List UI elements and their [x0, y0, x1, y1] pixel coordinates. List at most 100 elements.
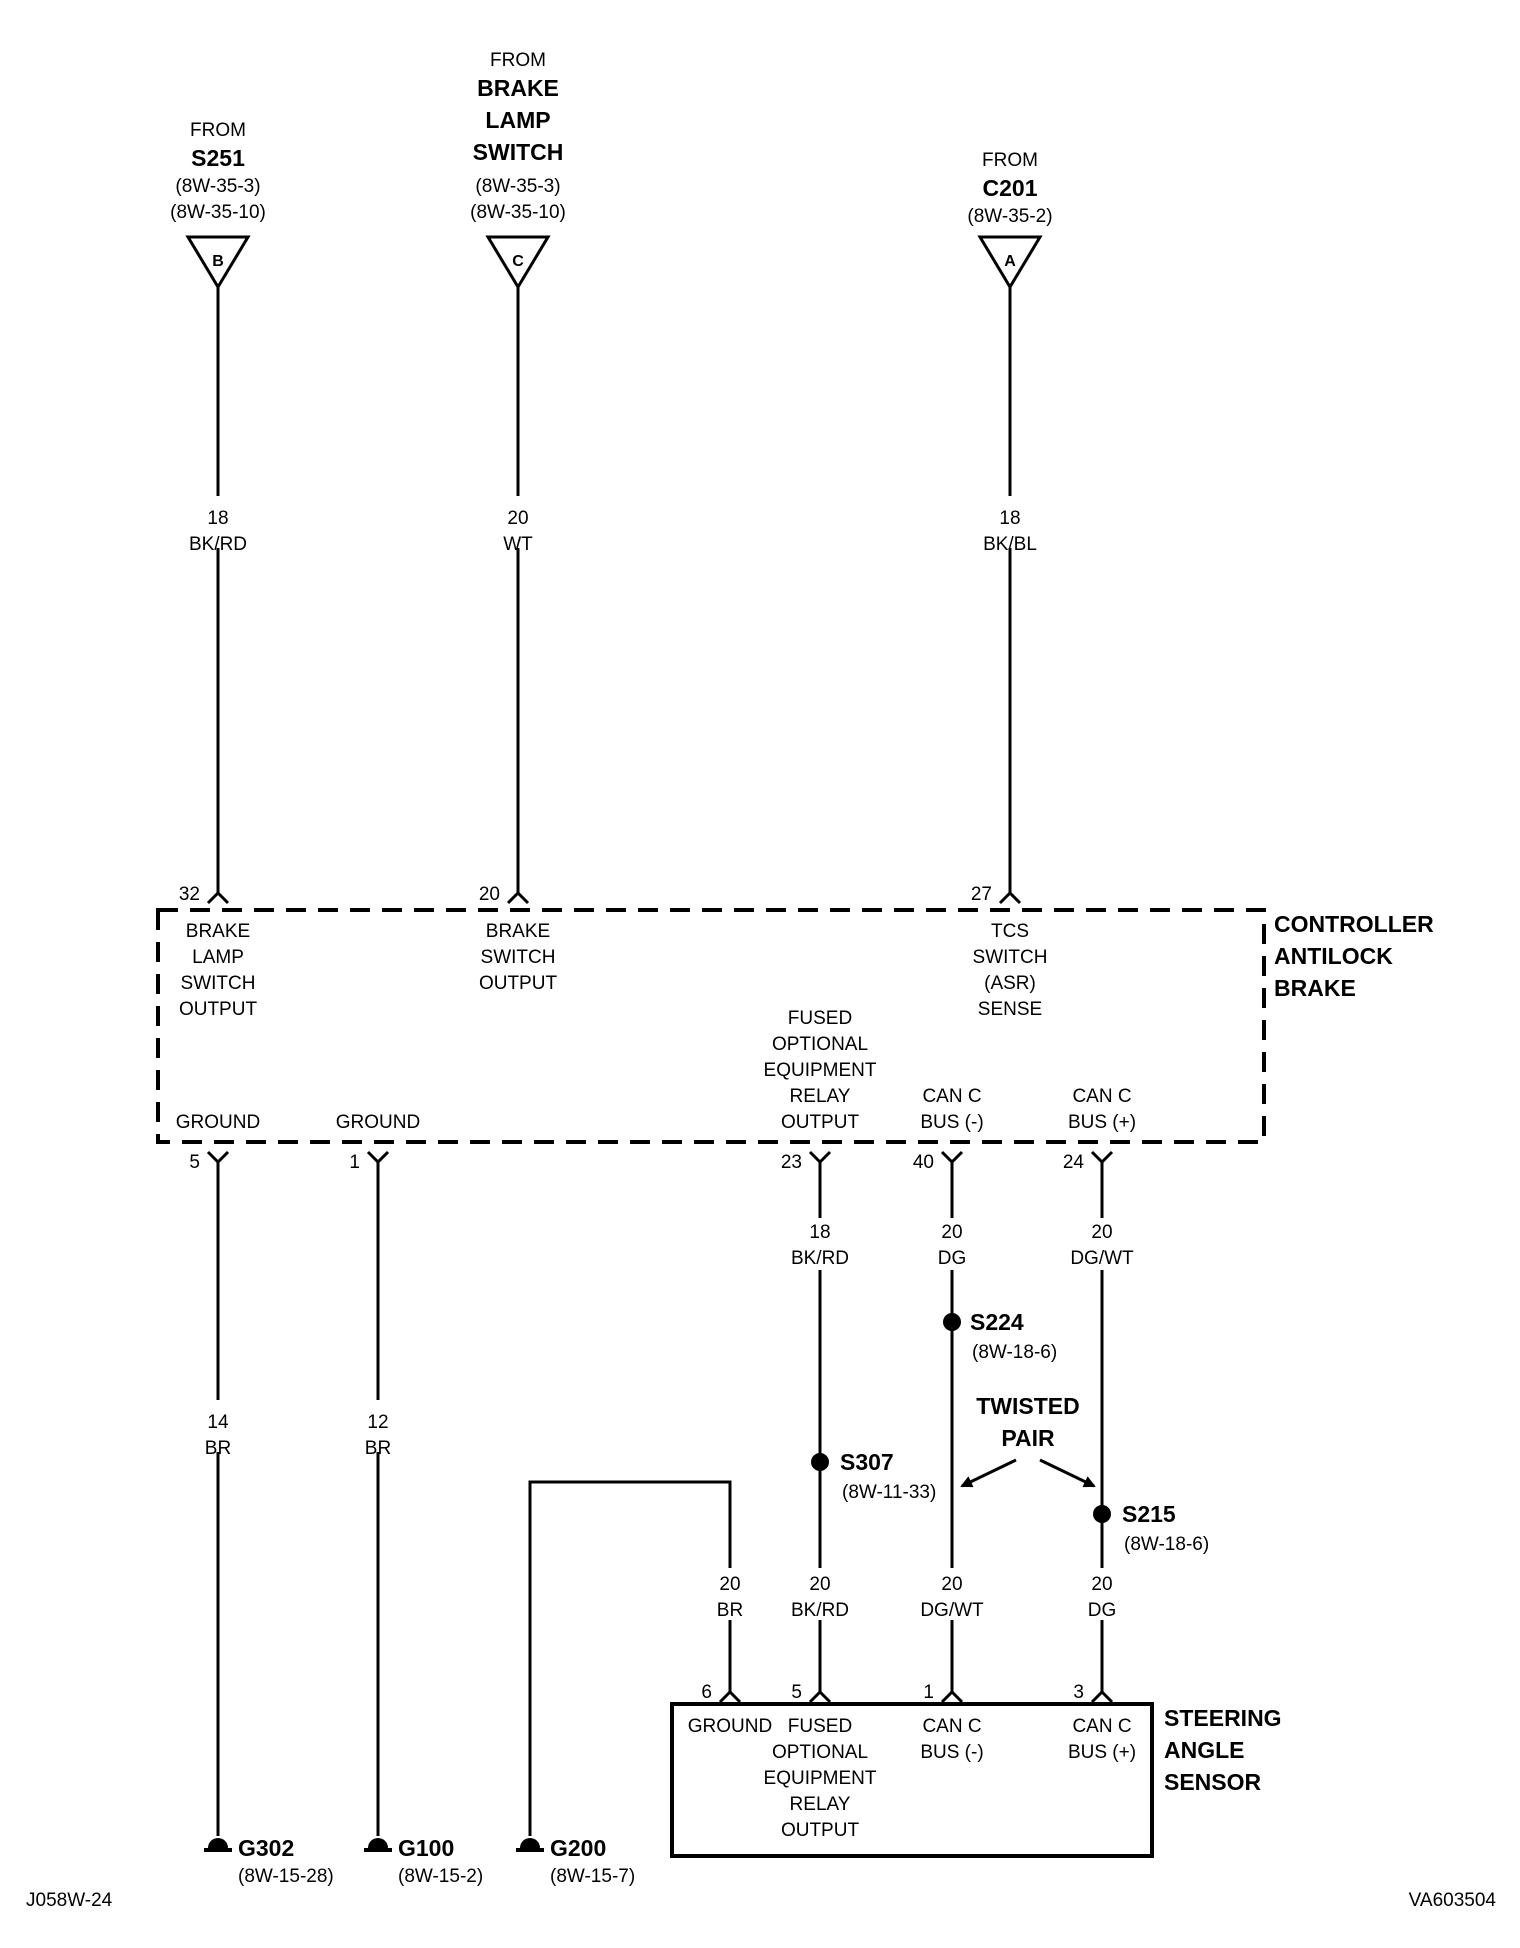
- wire-gauge: 20: [719, 1574, 740, 1595]
- pin-label: OPTIONAL: [772, 1034, 868, 1055]
- ref-label: (8W-35-2): [967, 206, 1052, 227]
- pin-label: EQUIPMENT: [764, 1060, 877, 1081]
- source-name: SWITCH: [473, 139, 564, 165]
- connector-letter: B: [212, 253, 224, 270]
- pin-label: RELAY: [790, 1086, 851, 1107]
- pin-label: TCS: [991, 921, 1029, 942]
- wire-color: BK/RD: [791, 1248, 849, 1269]
- steering-angle-sensor-box: [670, 1702, 1154, 1858]
- pin-number: 5: [189, 1152, 200, 1173]
- pin-chevron-icon: [1090, 1689, 1114, 1704]
- pin-number: 3: [1073, 1682, 1084, 1703]
- twisted-pair-label: TWISTED: [976, 1393, 1080, 1419]
- splice-name: S215: [1122, 1501, 1176, 1527]
- wire-color: DG/WT: [920, 1600, 984, 1621]
- ref-label: (8W-35-3): [475, 176, 560, 197]
- pin-label: BUS (-): [920, 1112, 983, 1133]
- splice-name: S224: [970, 1309, 1024, 1335]
- wire-gauge: 20: [809, 1574, 830, 1595]
- controller-title: CONTROLLER: [1274, 911, 1434, 937]
- connector-triangle-icon: [485, 235, 551, 290]
- pin-label: OUTPUT: [479, 973, 558, 994]
- pin-label: OUTPUT: [179, 999, 258, 1020]
- sensor-pin-3: 3 CAN C BUS (+): [1068, 1682, 1136, 1763]
- wire-gauge: 12: [367, 1412, 388, 1433]
- source-c201: FROM C201 (8W-35-2) A: [967, 150, 1053, 290]
- ground-icon: [368, 1838, 388, 1848]
- wire-gauge: 20: [941, 1222, 962, 1243]
- pin-chevron-icon: [206, 890, 230, 905]
- pin-label: CAN C: [922, 1086, 981, 1107]
- splice-dot-icon: [1093, 1505, 1111, 1523]
- splice-label: S251: [191, 145, 245, 171]
- ground-name: G100: [398, 1835, 454, 1861]
- ground-name: G200: [550, 1835, 606, 1861]
- ref-label: (8W-35-10): [470, 202, 566, 223]
- splice-dot-icon: [943, 1313, 961, 1331]
- ground-g200: G200 (8W-15-7): [516, 1835, 635, 1887]
- pin-label: SWITCH: [973, 947, 1048, 968]
- wire-color: BK/RD: [189, 534, 247, 555]
- from-label: FROM: [190, 120, 246, 141]
- sensor-title: SENSOR: [1164, 1769, 1262, 1795]
- wire-gauge: 18: [999, 508, 1020, 529]
- ground-ref: (8W-15-7): [550, 1866, 635, 1887]
- wire-color: BR: [205, 1438, 231, 1459]
- pin-20: 20 BRAKE SWITCH OUTPUT: [479, 884, 558, 994]
- from-label: FROM: [982, 150, 1038, 171]
- wire-gauge: 18: [207, 508, 228, 529]
- connector-triangle-icon: [977, 235, 1043, 290]
- pin-label: LAMP: [192, 947, 244, 968]
- pin-number: 40: [913, 1152, 934, 1173]
- controller-antilock-brake-box: [156, 908, 1266, 1144]
- pin-chevron-icon: [940, 1150, 964, 1165]
- source-name: LAMP: [485, 107, 550, 133]
- source-name: BRAKE: [477, 75, 559, 101]
- wire-color: WT: [503, 534, 533, 555]
- sensor-pin-6: 6 GROUND: [688, 1682, 772, 1737]
- splice-s215: S215 (8W-18-6): [1093, 1501, 1209, 1555]
- ground-name: G302: [238, 1835, 294, 1861]
- pin-number: 5: [791, 1682, 802, 1703]
- splice-name: S307: [840, 1449, 894, 1475]
- ground-g302: G302 (8W-15-28): [204, 1835, 334, 1887]
- ground-ref: (8W-15-28): [238, 1866, 334, 1887]
- splice-s307: S307 (8W-11-33): [811, 1449, 936, 1503]
- pin-number: 24: [1063, 1152, 1085, 1173]
- wire-gauge: 18: [809, 1222, 830, 1243]
- pin-chevron-icon: [506, 890, 530, 905]
- source-s251: FROM S251 (8W-35-3) (8W-35-10) B: [170, 120, 266, 290]
- pin-number: 6: [701, 1682, 712, 1703]
- ground-icon: [520, 1838, 540, 1848]
- from-label: FROM: [490, 50, 546, 71]
- wire-color: DG/WT: [1070, 1248, 1134, 1269]
- sensor-title: ANGLE: [1164, 1737, 1245, 1763]
- pin-label: BUS (+): [1068, 1112, 1136, 1133]
- wire-gauge: 20: [1091, 1222, 1112, 1243]
- splice-ref: (8W-18-6): [1124, 1534, 1209, 1555]
- pin-chevron-icon: [1090, 1150, 1114, 1165]
- footer-right-code: VA603504: [1409, 1890, 1497, 1911]
- pin-27: 27 TCS SWITCH (ASR) SENSE: [971, 884, 1048, 1020]
- pin-label: SWITCH: [481, 947, 556, 968]
- wire-gauge: 14: [207, 1412, 229, 1433]
- pin-number: 23: [781, 1152, 802, 1173]
- ref-label: (8W-35-10): [170, 202, 266, 223]
- pin-label: BUS (-): [920, 1742, 983, 1763]
- pin-number: 32: [179, 884, 200, 905]
- pin-label: CAN C: [1072, 1716, 1131, 1737]
- pin-label: SWITCH: [181, 973, 256, 994]
- arrow-left-icon: [960, 1458, 1017, 1488]
- pin-24: CAN C BUS (+) 24: [1063, 1086, 1136, 1173]
- ground-g100: G100 (8W-15-2): [364, 1835, 483, 1887]
- pin-label: GROUND: [336, 1112, 420, 1133]
- wire-gauge: 20: [1091, 1574, 1112, 1595]
- pin-label: BUS (+): [1068, 1742, 1136, 1763]
- ref-label: (8W-35-3): [175, 176, 260, 197]
- wire-color: BK/BL: [983, 534, 1037, 555]
- pin-label: BRAKE: [186, 921, 250, 942]
- pin-chevron-icon: [206, 1150, 230, 1165]
- wire-color: BR: [717, 1600, 743, 1621]
- controller-title: BRAKE: [1274, 975, 1356, 1001]
